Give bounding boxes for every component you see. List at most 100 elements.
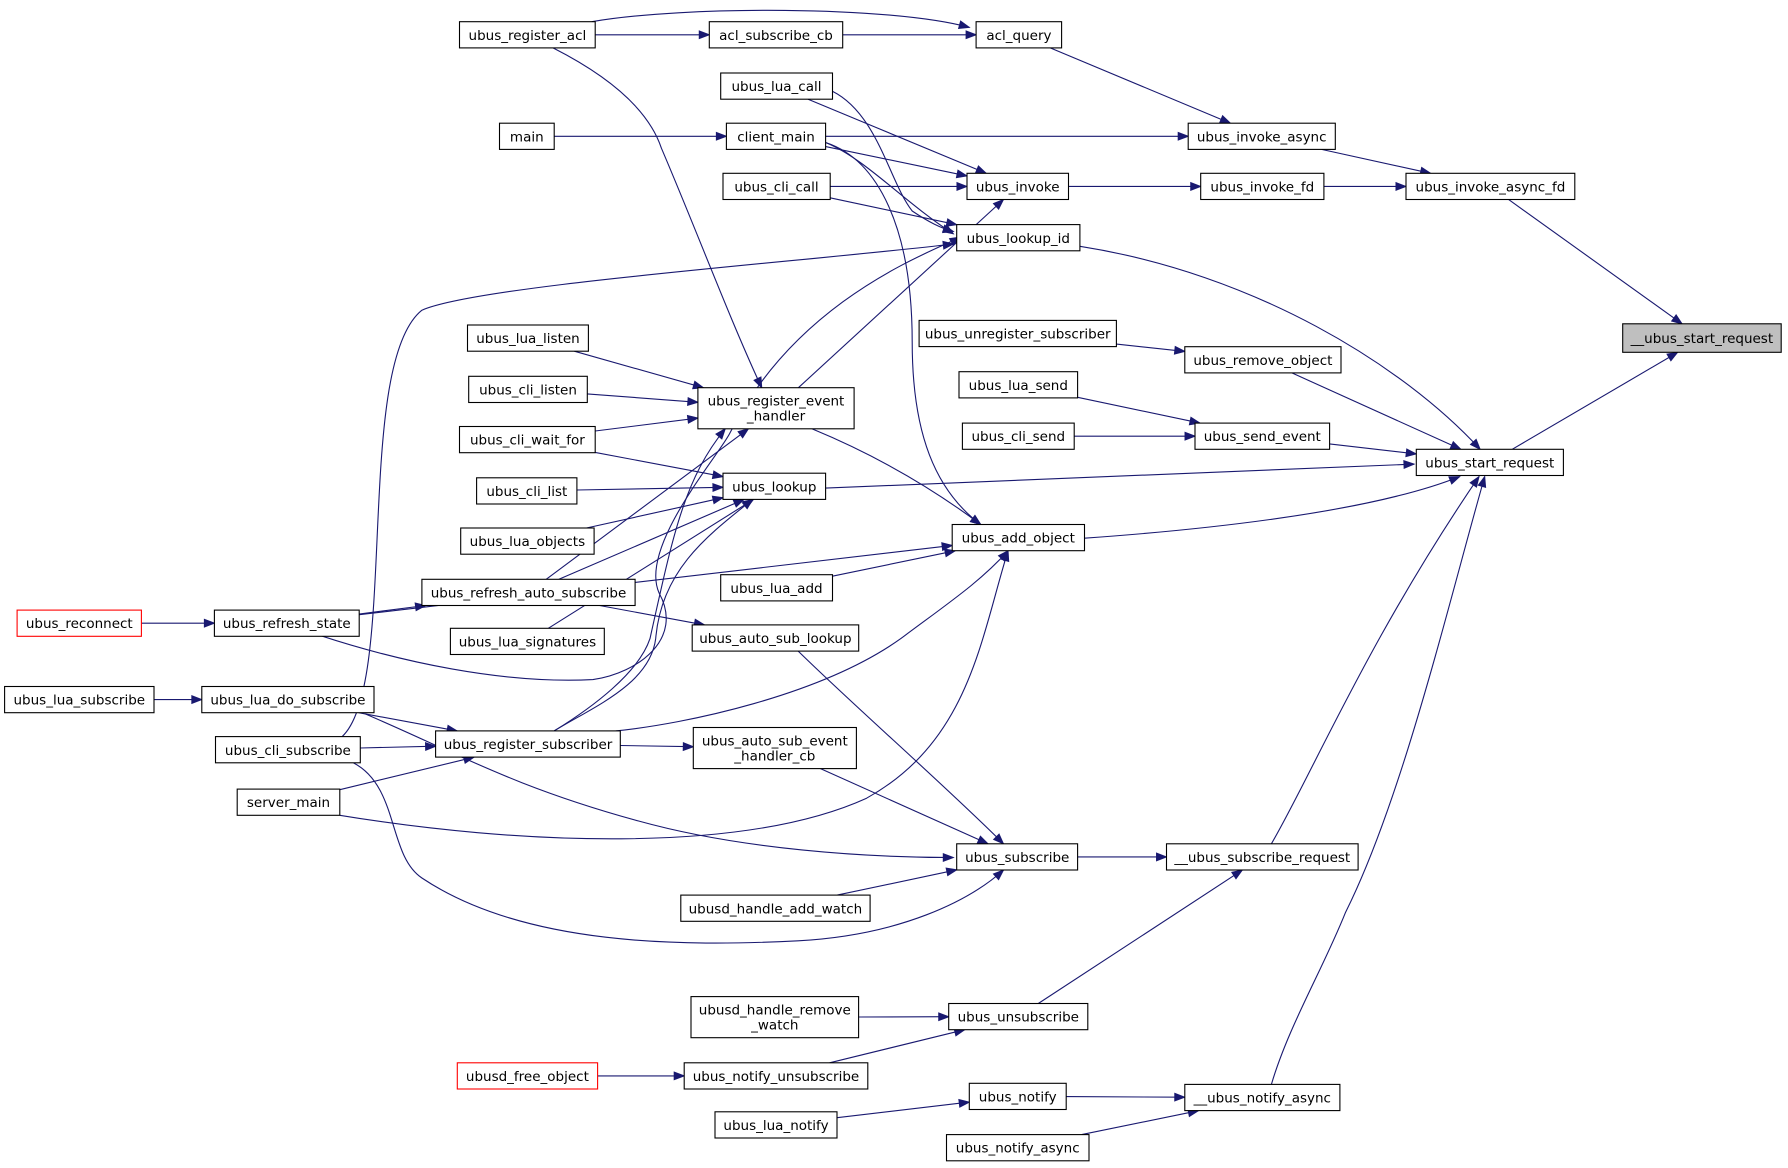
node-box[interactable] [476, 477, 578, 505]
node-ubus-lua-notify[interactable]: ubus_lua_notify [714, 1111, 838, 1139]
node-box[interactable] [456, 1062, 599, 1090]
node-box[interactable] [460, 527, 595, 555]
node-u-ubus-notify-async[interactable]: __ubus_notify_async [1184, 1083, 1341, 1112]
node-ubus-lua-signatures[interactable]: ubus_lua_signatures [449, 627, 605, 656]
node-ubus-register-acl[interactable]: ubus_register_acl [458, 21, 596, 49]
node-ubus-start-request[interactable]: ubus_start_request [1415, 448, 1564, 477]
node-ubus-refresh-auto-subscribe[interactable]: ubus_refresh_auto_subscribe [421, 578, 636, 607]
node-main[interactable]: main [498, 122, 555, 150]
node-ubus-invoke-fd[interactable]: ubus_invoke_fd [1200, 172, 1325, 201]
node-box[interactable] [966, 172, 1070, 201]
node-ubus-notify-unsubscribe[interactable]: ubus_notify_unsubscribe [683, 1062, 869, 1090]
node-ubus-cli-subscribe[interactable]: ubus_cli_subscribe [214, 736, 361, 764]
node-ubus-lua-listen[interactable]: ubus_lua_listen [466, 324, 589, 352]
node-ubus-cli-wait-for[interactable]: ubus_cli_wait_for [458, 425, 596, 454]
node-box[interactable] [918, 319, 1117, 348]
node-acl-subscribe-cb[interactable]: acl_subscribe_cb [708, 21, 844, 49]
node-box[interactable] [722, 172, 831, 201]
node-ubusd-handle-add-watch[interactable]: ubusd_handle_add_watch [680, 894, 871, 922]
node-box[interactable] [1622, 323, 1782, 353]
node-ubus-refresh-state[interactable]: ubus_refresh_state [213, 609, 360, 637]
node-box[interactable] [697, 387, 855, 430]
node-box[interactable] [1415, 448, 1564, 477]
node-box[interactable] [1187, 122, 1336, 150]
node-box[interactable] [421, 578, 636, 607]
node-box[interactable] [1405, 172, 1576, 201]
node-box[interactable] [951, 523, 1086, 552]
node-ubus-lua-send[interactable]: ubus_lua_send [958, 371, 1079, 399]
node-server-main[interactable]: server_main [236, 788, 341, 816]
node-box[interactable] [680, 894, 871, 922]
node-box[interactable] [498, 122, 555, 150]
node-ubus-register-event-handler[interactable]: ubus_register_event_handler [697, 387, 855, 430]
node-box[interactable] [16, 609, 142, 637]
node-ubus-unsubscribe[interactable]: ubus_unsubscribe [948, 1002, 1089, 1031]
node-ubus-cli-list[interactable]: ubus_cli_list [476, 477, 578, 505]
node-box[interactable] [4, 685, 155, 714]
node-u-ubus-subscribe-request[interactable]: __ubus_subscribe_request [1165, 843, 1359, 871]
node-ubus-lua-do-subscribe[interactable]: ubus_lua_do_subscribe [201, 685, 375, 714]
node-ubus-auto-sub-event-handler-cb[interactable]: ubus_auto_sub_event_handler_cb [692, 726, 857, 770]
node-box[interactable] [722, 472, 827, 500]
node-box[interactable] [683, 1062, 869, 1090]
node-ubus-lookup-id[interactable]: ubus_lookup_id [956, 224, 1081, 252]
node-box[interactable] [692, 726, 857, 770]
node-ubusd-free-object[interactable]: ubusd_free_object [456, 1062, 599, 1090]
node-box[interactable] [1194, 422, 1331, 450]
node-ubus-add-object[interactable]: ubus_add_object [951, 523, 1086, 552]
node-box[interactable] [956, 843, 1079, 871]
node-box[interactable] [435, 730, 621, 758]
node-ubus-remove-object[interactable]: ubus_remove_object [1184, 346, 1342, 374]
node-ubus-lua-call[interactable]: ubus_lua_call [720, 72, 834, 100]
node-ubus-auto-sub-lookup[interactable]: ubus_auto_sub_lookup [691, 624, 860, 652]
node-box[interactable] [720, 72, 834, 100]
node-box[interactable] [458, 21, 596, 49]
node-ubus-invoke-async[interactable]: ubus_invoke_async [1187, 122, 1336, 150]
node-box[interactable] [956, 224, 1081, 252]
node-ubus-invoke[interactable]: ubus_invoke [966, 172, 1070, 201]
node-box[interactable] [708, 21, 844, 49]
node-box[interactable] [690, 996, 860, 1039]
node-ubus-lua-add[interactable]: ubus_lua_add [720, 574, 834, 602]
node-box[interactable] [961, 422, 1075, 450]
node-ubus-lua-subscribe[interactable]: ubus_lua_subscribe [4, 685, 155, 714]
node-ubus-send-event[interactable]: ubus_send_event [1194, 422, 1331, 450]
node-ubus-cli-send[interactable]: ubus_cli_send [961, 422, 1075, 450]
node-box[interactable] [449, 627, 605, 656]
node-box[interactable] [1184, 1083, 1341, 1112]
node-ubus-unregister-subscriber[interactable]: ubus_unregister_subscriber [918, 319, 1117, 348]
node-box[interactable] [968, 1082, 1067, 1111]
node-box[interactable] [720, 574, 834, 602]
node-box[interactable] [1200, 172, 1325, 201]
node-box[interactable] [714, 1111, 838, 1139]
node-box[interactable] [975, 21, 1063, 49]
node-acl-query[interactable]: acl_query [975, 21, 1063, 49]
node-ubus-reconnect[interactable]: ubus_reconnect [16, 609, 142, 637]
node-ubus-lookup[interactable]: ubus_lookup [722, 472, 827, 500]
node-box[interactable] [1165, 843, 1359, 871]
node-box[interactable] [468, 375, 588, 404]
node-ubusd-handle-remove-watch[interactable]: ubusd_handle_remove_watch [690, 996, 860, 1039]
node-ubus-notify-async[interactable]: ubus_notify_async [945, 1134, 1090, 1162]
node-ubus-notify[interactable]: ubus_notify [968, 1082, 1067, 1111]
node-box[interactable] [948, 1002, 1089, 1031]
node-ubus-cli-listen[interactable]: ubus_cli_listen [468, 375, 588, 404]
node-box[interactable] [958, 371, 1079, 399]
node-ubus-register-subscriber[interactable]: ubus_register_subscriber [435, 730, 621, 758]
node-ubus-lua-objects[interactable]: ubus_lua_objects [460, 527, 595, 555]
node-box[interactable] [236, 788, 341, 816]
node-ubus-subscribe[interactable]: ubus_subscribe [956, 843, 1079, 871]
node-box[interactable] [201, 685, 375, 714]
node-client-main[interactable]: client_main [725, 122, 827, 150]
node-box[interactable] [458, 425, 596, 454]
node-ubus-invoke-async-fd[interactable]: ubus_invoke_async_fd [1405, 172, 1576, 201]
node-box[interactable] [945, 1134, 1090, 1162]
node-box[interactable] [1184, 346, 1342, 374]
node-box[interactable] [691, 624, 860, 652]
node-box[interactable] [466, 324, 589, 352]
node-box[interactable] [214, 736, 361, 764]
node-box[interactable] [725, 122, 827, 150]
node-ubus-cli-call[interactable]: ubus_cli_call [722, 172, 831, 201]
node-box[interactable] [213, 609, 360, 637]
node-u-ubus-start-request[interactable]: __ubus_start_request [1622, 323, 1782, 353]
